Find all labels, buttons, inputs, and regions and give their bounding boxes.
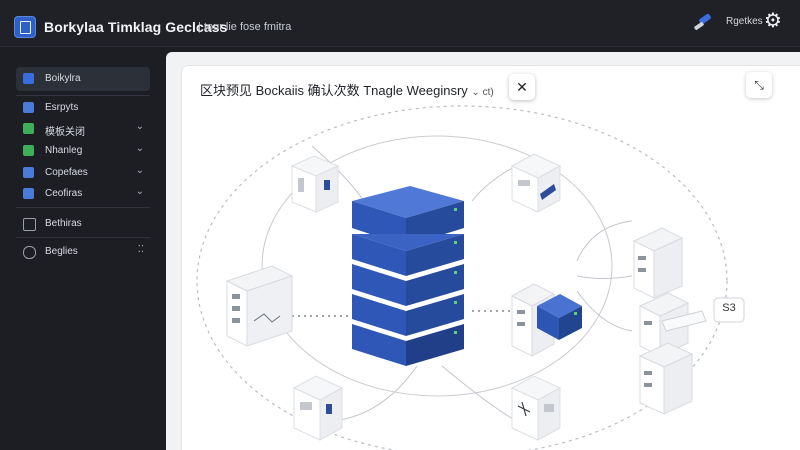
chevron-down-icon[interactable]: ⌄ xyxy=(135,143,144,154)
divider xyxy=(16,207,150,208)
node-cube-top-left[interactable] xyxy=(290,155,340,213)
sidebar-item-2[interactable]: 模板关闭 ⌄ xyxy=(16,117,150,141)
settings-icon xyxy=(23,218,36,231)
diagram-canvas[interactable]: 区块预见 Bockaiis 确认次数 Tnagle Weeginsry ⌄ ct… xyxy=(182,66,800,450)
canvas-title: 区块预见 Bockaiis 确认次数 Tnagle Weeginsry ⌄ ct… xyxy=(200,80,494,99)
close-button[interactable]: ✕ xyxy=(509,74,535,100)
outer-ring xyxy=(196,105,728,450)
network-diagram xyxy=(196,105,745,450)
node-server-right-middle[interactable] xyxy=(638,292,707,357)
more-icon[interactable]: ⁚⁚ xyxy=(137,244,144,255)
sidebar-item-label: Copefaes xyxy=(45,167,88,178)
sidebar-item-icon xyxy=(23,102,34,113)
sidebar-item-icon xyxy=(23,167,34,178)
sidebar-item-5[interactable]: Ceofiras ⌄ xyxy=(16,182,150,206)
sidebar-item-label: 模板关闭 xyxy=(45,127,85,138)
node-server-right-top[interactable] xyxy=(632,227,684,299)
node-device-left[interactable] xyxy=(225,265,294,347)
sidebar-item-6[interactable]: Bethiras xyxy=(16,212,150,236)
canvas-title-text: 区块预见 Bockaiis 确认次数 Tnagle Weeginsry xyxy=(200,83,468,98)
sidebar-item-label: Ceofiras xyxy=(45,188,83,199)
sidebar-item-label: Nhanleg xyxy=(45,145,83,156)
inner-ring xyxy=(261,135,613,397)
expand-button[interactable]: ⤡ xyxy=(746,72,772,98)
chevron-down-icon[interactable]: ⌄ xyxy=(135,186,144,197)
sidebar-item-3[interactable]: Nhanleg ⌄ xyxy=(16,139,150,163)
gear-icon[interactable]: ⚙ xyxy=(764,10,782,32)
node-cube-bottom-left[interactable] xyxy=(292,375,344,441)
sidebar-item-icon xyxy=(23,188,34,199)
chevron-down-icon[interactable]: ⌄ xyxy=(135,121,144,132)
sidebar-item-label: Bethiras xyxy=(45,218,82,229)
help-icon xyxy=(23,246,36,259)
sidebar-item-label: Esrpyts xyxy=(45,102,79,113)
top-bar: Borkylaa Timklag Geclcass | tour lie fos… xyxy=(0,0,800,47)
app-subtitle: | tour lie fose fmitra xyxy=(198,21,292,33)
divider xyxy=(16,237,150,238)
title-dropdown[interactable]: ⌄ ct) xyxy=(471,87,494,98)
main-panel: 区块预见 Bockaiis 确认次数 Tnagle Weeginsry ⌄ ct… xyxy=(166,52,800,450)
app-logo-icon xyxy=(14,16,36,38)
chevron-down-icon[interactable]: ⌄ xyxy=(135,165,144,176)
sidebar-item-icon xyxy=(23,123,34,134)
node-server-center-right[interactable] xyxy=(510,283,582,357)
sidebar: Boikylra Esrpyts 模板关闭 ⌄ Nhanleg ⌄ Copefa… xyxy=(0,47,164,450)
sidebar-item-1[interactable]: Esrpyts xyxy=(16,96,150,120)
node-cube-bottom-right[interactable] xyxy=(510,375,562,441)
node-cube-top-right[interactable] xyxy=(510,153,562,213)
sidebar-item-0[interactable]: Boikylra xyxy=(16,67,150,91)
sidebar-item-label: Beglies xyxy=(45,246,78,257)
user-badge-icon[interactable] xyxy=(690,10,718,36)
sidebar-item-4[interactable]: Copefaes ⌄ xyxy=(16,161,150,185)
user-label[interactable]: Rgetkes xyxy=(726,16,763,27)
s3-badge[interactable] xyxy=(713,297,745,323)
s3-badge-label: S3 xyxy=(722,302,736,314)
node-server-right-bottom[interactable] xyxy=(638,342,694,415)
divider xyxy=(16,95,150,96)
sidebar-item-label: Boikylra xyxy=(45,73,81,84)
app-title: Borkylaa Timklag Geclcass xyxy=(44,19,228,35)
blockchain-node-stack[interactable] xyxy=(352,186,464,366)
sidebar-item-7[interactable]: Beglies ⁚⁚ xyxy=(16,240,150,264)
sidebar-item-icon xyxy=(23,145,34,156)
sidebar-item-icon xyxy=(23,73,34,84)
